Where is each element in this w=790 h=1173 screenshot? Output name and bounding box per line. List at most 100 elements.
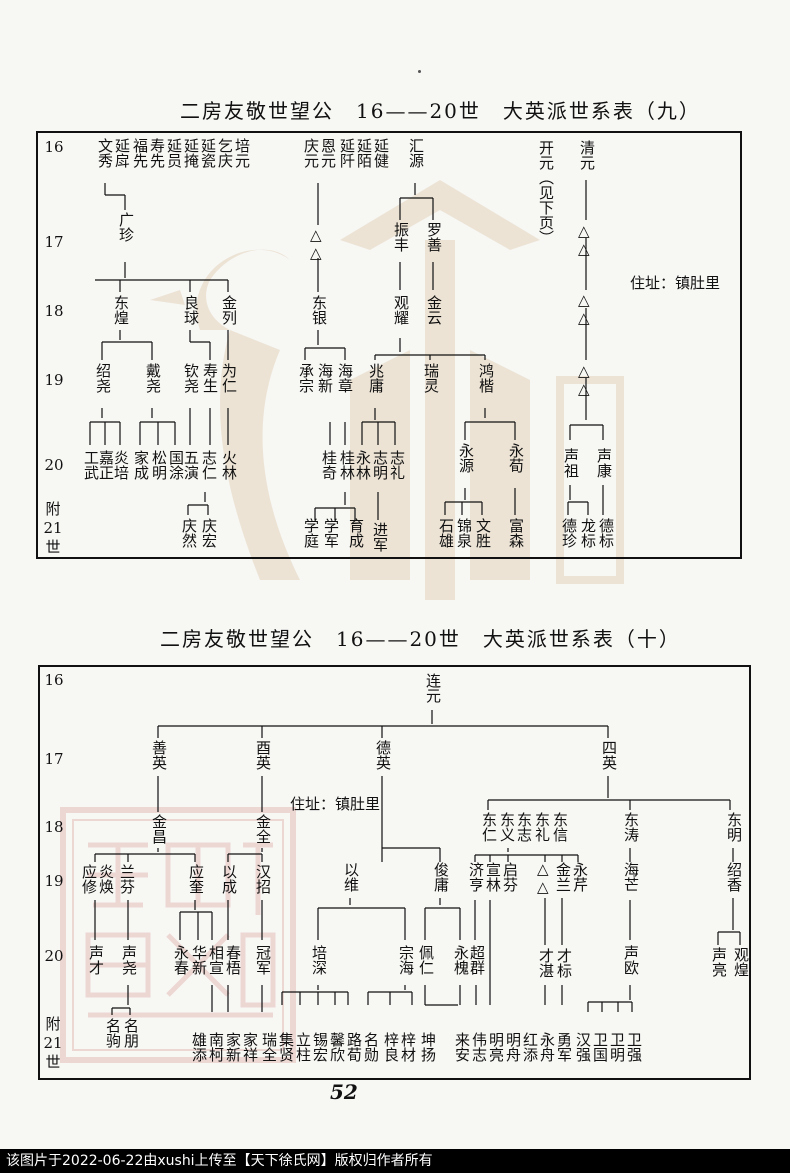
- t9-name: 延戽: [113, 138, 131, 168]
- t10-name: 兰芬: [118, 864, 136, 894]
- t10-name: 家祥: [241, 1032, 259, 1062]
- upload-footer: 该图片于2022-06-22由xushi上传至【天下徐氏网】版权归作者所有: [0, 1149, 790, 1173]
- t10-name: 酉英: [254, 740, 272, 770]
- t9-name: 汇源: [407, 138, 425, 168]
- table9-tri-5: △: [578, 291, 590, 309]
- t10-name: 伟志: [470, 1032, 488, 1062]
- t10-name: 雄添: [190, 1032, 208, 1062]
- t10-name: 佩仁: [417, 945, 435, 975]
- table9-tri-8: △: [578, 380, 590, 398]
- t9-name: 文胜: [474, 518, 492, 548]
- t9-name: 绍尧: [94, 363, 112, 393]
- t10-name: 卫国: [591, 1032, 609, 1062]
- t10-name: 来安: [453, 1032, 471, 1062]
- t9-name: 育成: [347, 518, 365, 548]
- table10-gen-19: 19: [44, 872, 64, 890]
- t9-name: 国涂: [167, 450, 185, 480]
- scan-speck: [418, 70, 421, 73]
- t9-name: 良球: [182, 295, 200, 325]
- t9-name: 寿生: [201, 363, 219, 393]
- t10-name: 名驹: [104, 1018, 122, 1048]
- t9-name: 声祖: [562, 448, 580, 478]
- table9-tri-6: △: [578, 309, 590, 327]
- t10-name: 金昌: [150, 814, 168, 844]
- t10-name: 春梧: [224, 945, 242, 975]
- t10-name: 汉招: [254, 864, 272, 894]
- t10-name: 以成: [220, 864, 238, 894]
- t9-name: 清元: [578, 140, 596, 170]
- t10-name: 宣林: [484, 862, 502, 892]
- t9-name: 金云: [425, 295, 443, 325]
- t10-name: 才标: [555, 948, 573, 978]
- table9-title: 二房友敬世望公 16——20世 大英派世系表（九）: [180, 99, 701, 123]
- t9-name: 学庭: [302, 518, 320, 548]
- t10-name: 培深: [310, 945, 328, 975]
- t9-name: 海新: [316, 363, 334, 393]
- t9-name: 桂奇: [320, 450, 338, 480]
- t9-name: 进军: [371, 522, 389, 552]
- t9-name: 永荀: [507, 443, 525, 473]
- t10-name: 华新: [190, 945, 208, 975]
- table9-tri-3: △: [578, 222, 590, 240]
- table10-gen-16: 16: [44, 671, 64, 689]
- t9-name: 兆庸: [367, 363, 385, 393]
- table9-gen-16: 16: [44, 138, 64, 156]
- t10-name: 应修: [80, 864, 98, 894]
- table9-frame: [36, 131, 742, 559]
- t10-name: 红添: [521, 1032, 539, 1062]
- table10-residence: 住址：镇肚里: [290, 795, 381, 813]
- t10-name: 观煌: [732, 947, 750, 977]
- t10-name: 梓良: [382, 1032, 400, 1062]
- table9-residence: 住址：镇肚里: [630, 274, 721, 292]
- t9-name: 家成: [132, 450, 150, 480]
- t10-name: 德英: [374, 740, 392, 770]
- t10-name: 声尧: [120, 945, 138, 975]
- table10-tri-2: △: [537, 878, 549, 896]
- t9-name: 桂林: [338, 450, 356, 480]
- table9-gen-19: 19: [44, 371, 64, 389]
- table9-gen-21: 附21世: [43, 500, 63, 556]
- t10-name: 坤扬: [419, 1032, 437, 1062]
- table10-gen-20: 20: [44, 947, 64, 965]
- t10-name: 立柱: [294, 1032, 312, 1062]
- t9-name: 火林: [220, 450, 238, 480]
- t10-name: 应奎: [187, 864, 205, 894]
- t10-name: 连元: [424, 673, 442, 703]
- t9-name: 松明: [150, 450, 168, 480]
- table9-tri-2: △: [310, 244, 322, 262]
- t9-name: 开元（见下页）: [537, 140, 555, 245]
- t9-name: 海章: [336, 363, 354, 393]
- t10-name: 才湛: [537, 948, 555, 978]
- t9-name: 永源: [457, 443, 475, 473]
- t9-name: 钦尧: [182, 363, 200, 393]
- t10-name: 俊庸: [432, 862, 450, 892]
- t10-name: 汉强: [574, 1032, 592, 1062]
- t10-name: 锡宏: [311, 1032, 329, 1062]
- table10-title: 二房友敬世望公 16——20世 大英派世系表（十）: [160, 627, 681, 651]
- t9-name: 庆宏: [200, 518, 218, 548]
- t9-name: 工武: [82, 450, 100, 480]
- t9-name: 乞庆: [216, 138, 234, 168]
- t9-name: 德标: [597, 518, 615, 548]
- table9-gen-17: 17: [44, 233, 64, 251]
- t10-name: 永春: [172, 945, 190, 975]
- table10-gen-21: 附21世: [43, 1015, 63, 1071]
- t9-name: 东煌: [112, 295, 130, 325]
- t10-name: 善英: [150, 740, 168, 770]
- table10-tri-1: △: [537, 860, 549, 878]
- t10-name: 炎焕: [97, 864, 115, 894]
- t10-name: 卫强: [625, 1032, 643, 1062]
- t9-name: 恩元: [319, 138, 337, 168]
- t10-name: 永舟: [538, 1032, 556, 1062]
- t10-name: 永芹: [571, 862, 589, 892]
- t10-name: 济亨: [467, 862, 485, 892]
- red-seal-watermark: [60, 807, 296, 1063]
- t9-name: 延陌: [355, 138, 373, 168]
- t10-name: 东礼: [533, 812, 551, 842]
- t10-name: 名勋: [362, 1032, 380, 1062]
- t9-name: 富森: [507, 518, 525, 548]
- t9-name: 培元: [233, 138, 251, 168]
- t9-name: 鸿楷: [477, 363, 495, 393]
- t10-name: 永槐: [452, 945, 470, 975]
- t9-name: 庆元: [302, 138, 320, 168]
